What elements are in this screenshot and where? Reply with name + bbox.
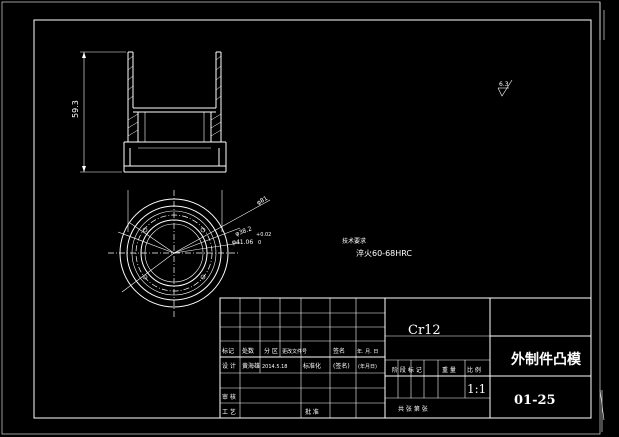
approve-label: 批 准 <box>305 408 319 416</box>
sheet-inner-frame <box>33 19 592 419</box>
dim-diam-outer: φ81 <box>256 195 270 207</box>
design-date: 2014.5.18 <box>262 364 287 370</box>
tech-req-hardness: 淬火60-68HRC <box>356 248 412 258</box>
tech-req-title: 技术要求 <box>342 237 366 245</box>
hdr-count: 处数 <box>242 347 254 355</box>
scale-value: 1:1 <box>467 382 486 396</box>
dim-tolerance-low: 0 <box>258 240 261 246</box>
material: Cr12 <box>408 323 441 338</box>
review-label: 审 核 <box>222 393 236 401</box>
dim-diam-mid: φ38.2 <box>234 225 253 238</box>
section-view <box>80 51 227 173</box>
dim-diam-inner: φ41.06 <box>232 239 253 246</box>
hdr-sign: 签名 <box>333 347 345 355</box>
date-col: (年月日) <box>358 363 377 370</box>
process-label: 工 艺 <box>222 408 236 416</box>
part-name: 外制件凸模 <box>511 351 582 368</box>
hdr-mark: 标记 <box>222 347 234 355</box>
hdr-date: 年. 月. 日 <box>357 348 378 355</box>
std-label: 标准化 <box>303 362 321 370</box>
hdr-docno: 更改文件号 <box>282 348 307 355</box>
dimension-height: 59.3 <box>71 100 80 118</box>
sign-col: (签名) <box>333 362 350 370</box>
roughness-symbol <box>497 79 513 97</box>
weight-label: 重 量 <box>442 366 456 374</box>
designer: 黄海雄 <box>242 362 260 370</box>
ratio-label: 比 例 <box>467 366 481 374</box>
roughness-value: 6.3 <box>499 81 509 88</box>
dim-tolerance: +0.02 <box>256 232 271 238</box>
title-block-lines <box>219 297 592 419</box>
plan-view <box>108 190 271 318</box>
design-label: 设 计 <box>222 362 236 370</box>
hdr-zone: 分 区 <box>264 347 278 355</box>
sheets-label: 共 张 第 张 <box>398 405 428 413</box>
stage-label: 阶 段 标 记 <box>392 366 422 374</box>
drawing-number: 01-25 <box>514 393 556 408</box>
sheet-outer-border <box>1 1 601 435</box>
